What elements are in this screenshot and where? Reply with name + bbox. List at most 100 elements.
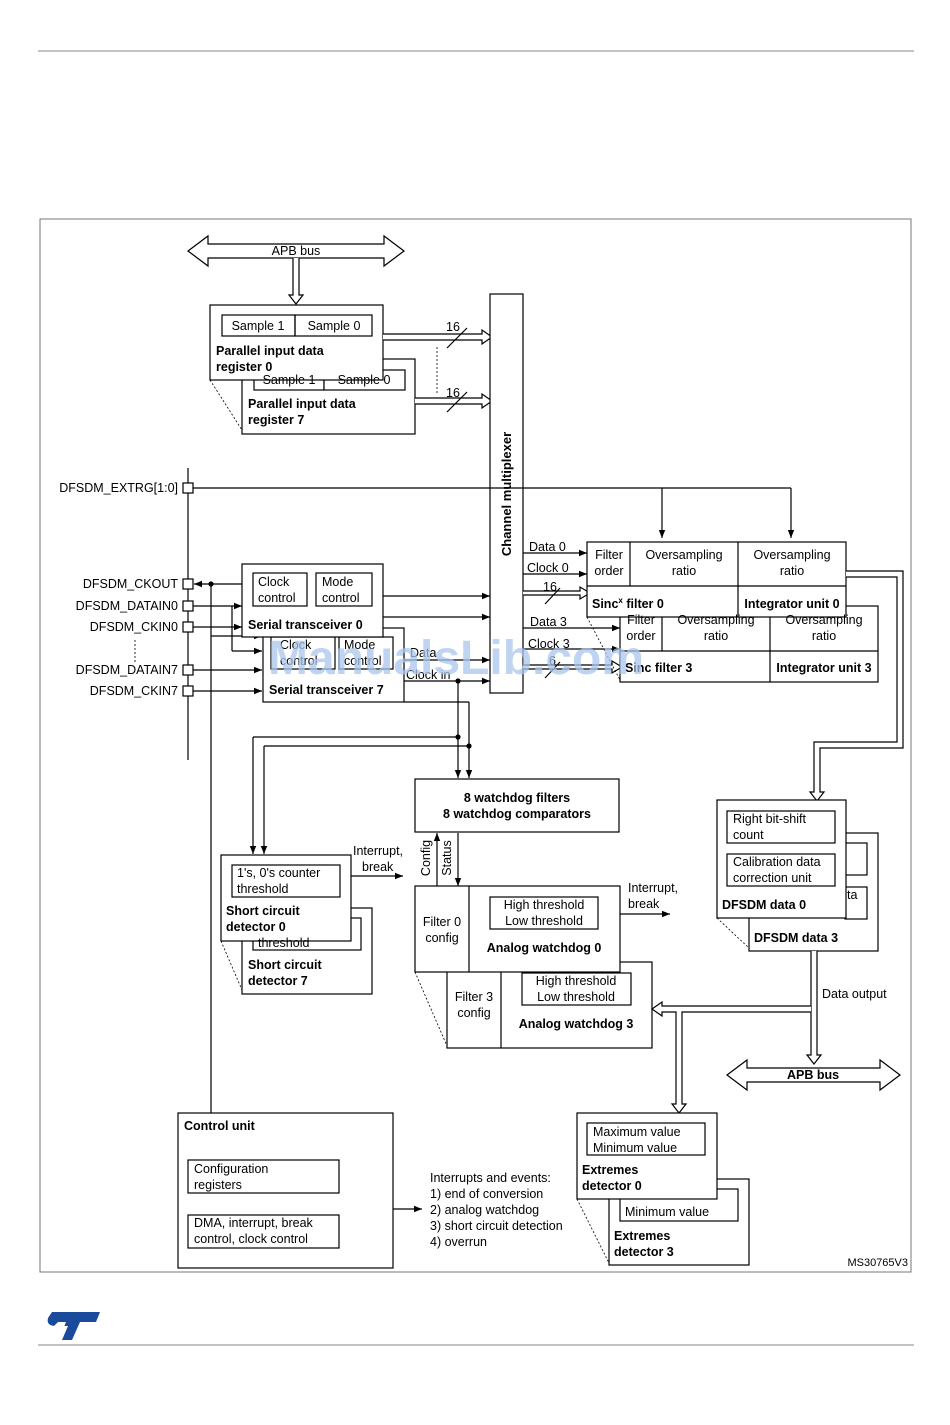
data0-title: DFSDM data 0 [722,898,806,912]
sinc0-order-2: order [594,564,623,578]
filter-clock3-label: Clock 3 [528,637,570,651]
datain0-pin [182,600,194,612]
integrator3-osr-1: Oversampling [785,613,862,627]
control-dma-2: control, clock control [194,1232,308,1246]
sinc0-osr-2: ratio [672,564,696,578]
pin-ckout-label: DFSDM_CKOUT [83,577,179,591]
parallel7-title-2: register 7 [248,413,304,427]
data-output-label: Data output [822,987,887,1001]
parallel0-title-1: Parallel input data [216,344,325,358]
awd0-low: Low threshold [505,914,583,928]
serial0-mode-control [315,572,373,607]
sc7-title-2: detector 7 [248,974,308,988]
sinc3-integrator3-block [619,605,879,683]
ckout-pin [182,578,194,590]
sc7-counter-2: threshold [258,936,309,950]
data-feedback-arrow [650,1000,811,1114]
interrupts-item-1: 1) end of conversion [430,1187,543,1201]
sc0-counter-1: 1's, 0's counter [237,866,320,880]
filter-data0-label: Data 0 [529,540,566,554]
awd0-filter-cfg-2: config [425,931,458,945]
configuration-registers-box [187,1159,340,1194]
parallel7-sample0: Sample 0 [338,373,391,387]
serial-data-label: Data [410,646,436,660]
sinc3-title: Sinc filter 3 [625,661,692,675]
sc-interrupt-2: break [362,860,394,874]
awd0-high: High threshold [504,898,585,912]
channel-multiplexer [489,293,524,694]
integrator3-osr-2: ratio [812,629,836,643]
config-label: Config [419,840,433,876]
parallel0-title-2: register 0 [216,360,272,374]
integrator0-osr-1: Oversampling [753,548,830,562]
control-config-1: Configuration [194,1162,268,1176]
watermark: ManualsLib.com [268,632,644,685]
sinc3-order-2: order [626,629,655,643]
serial7-clock-1: Clock [280,638,312,652]
control-unit [177,1112,394,1269]
extremes3-min: Minimum value [625,1205,709,1219]
serial0-clock-1: Clock [258,575,290,589]
control-unit-title: Control unit [184,1119,256,1133]
serial-transceiver-0 [241,563,384,638]
sc7-title-1: Short circuit [248,958,322,972]
interrupts-item-2: 2) analog watchdog [430,1203,539,1217]
awd3-high: High threshold [536,974,617,988]
pin-ckin0-label: DFSDM_CKIN0 [90,620,178,634]
extremes0-title-1: Extremes [582,1163,638,1177]
awd-interrupt-2: break [628,897,660,911]
bus-width-7: 16 [446,386,460,400]
data0-calib-box [726,853,836,887]
control-dma-1: DMA, interrupt, break [194,1216,314,1230]
sinc0-title: Sincx filter 0 [592,596,664,611]
extremes0-value-box [586,1122,706,1156]
serial0-clock-control [252,572,308,607]
parallel-register-0 [209,304,384,381]
interrupts-item-4: 4) overrun [430,1235,487,1249]
extremes3-title-1: Extremes [614,1229,670,1243]
parallel0-bus-arrow [383,328,494,346]
datain7-pin [182,664,194,676]
dfsdm-data-0 [716,799,847,919]
awd3-title: Analog watchdog 3 [519,1017,634,1031]
data0-shift-box [726,810,836,844]
serial0-mode-1: Mode [322,575,353,589]
apb-bus-bottom-label: APB bus [787,1068,839,1082]
serial-transceiver-7 [262,627,405,703]
ckin7-pin [182,685,194,697]
awd0-threshold-box [489,896,599,930]
sc-interrupt-1: Interrupt, [353,844,403,858]
extremes0-min: Minimum value [593,1141,677,1155]
channel-multiplexer-label: Channel multiplexer [499,432,514,556]
sc0-counter-2: threshold [237,882,288,896]
serial7-mode-1: Mode [344,638,375,652]
data0-calib-2: correction unit [733,871,812,885]
sc0-title-1: Short circuit [226,904,300,918]
figure-frame [39,218,912,1273]
extremes3-title-2: detector 3 [614,1245,674,1259]
sinc0-order-1: Filter [595,548,623,562]
awd0-title: Analog watchdog 0 [487,941,602,955]
serial-clock-in-label: Clock in [406,668,451,682]
pin-ckin7-label: DFSDM_CKIN7 [90,684,178,698]
extremes-detector-0 [576,1112,718,1200]
apb-bus-bottom-arrow [726,1058,901,1092]
control-config-2: registers [194,1178,242,1192]
apb-to-register-arrow [287,258,305,305]
data0-calib-1: Calibration data [733,855,821,869]
apb-bus-top-arrow [187,234,405,268]
extremes0-title-2: detector 0 [582,1179,642,1193]
watchdog-filters [414,778,620,833]
awd3-filter-cfg-1: Filter 3 [455,990,493,1004]
data3-title: DFSDM data 3 [754,931,838,945]
status-label: Status [440,840,454,875]
data0-shift-1: Right bit-shift [733,812,806,826]
serial0-clock-2: control [258,591,296,605]
bus-width-0: 16 [446,320,460,334]
pin-datain7-label: DFSDM_DATAIN7 [76,663,178,677]
watchdog-filters-line2: 8 watchdog comparators [443,807,591,821]
extremes0-max: Maximum value [593,1125,681,1139]
integrator0-osr-2: ratio [780,564,804,578]
awd0-filter-cfg-1: Filter 0 [423,915,461,929]
